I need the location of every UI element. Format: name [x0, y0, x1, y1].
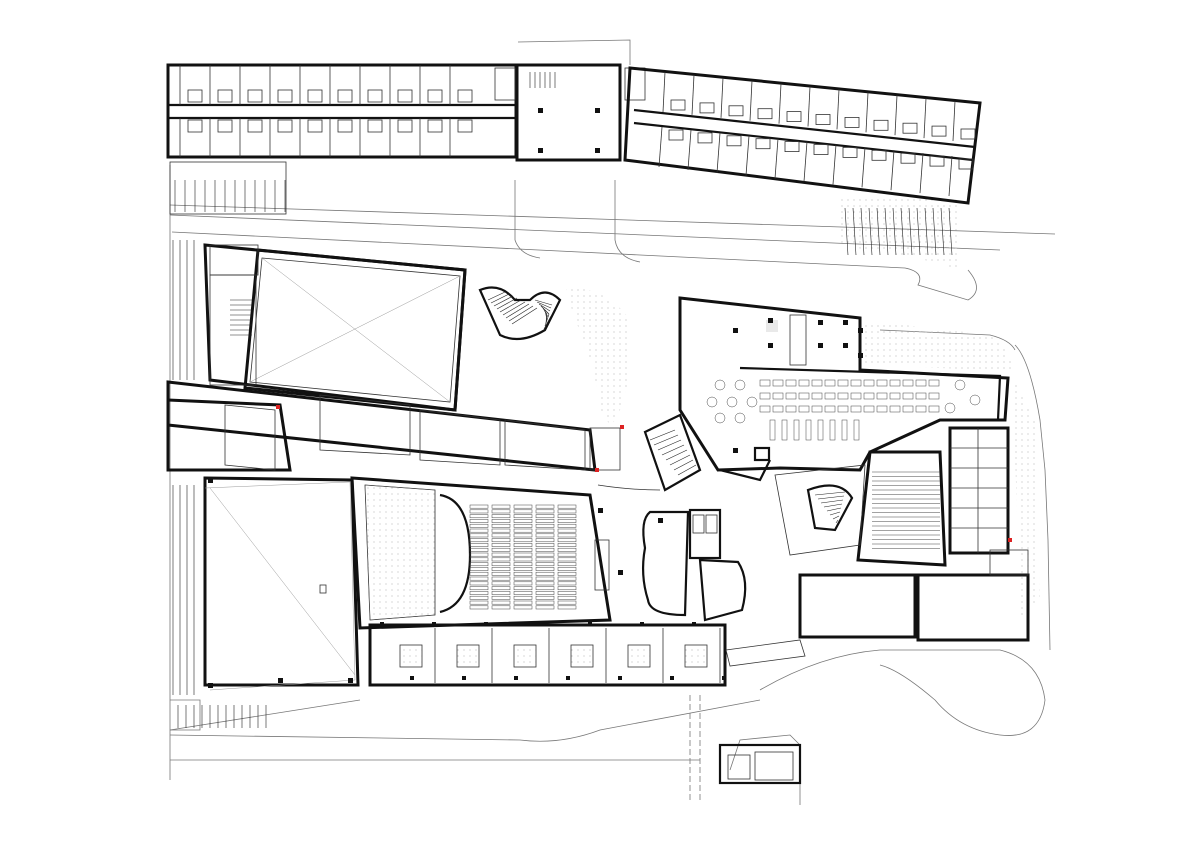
south-steps [177, 705, 267, 728]
middle-wing [166, 380, 621, 472]
bridge-link [597, 484, 806, 667]
classroom-row [368, 623, 727, 687]
large-hall [203, 476, 360, 691]
dormitory-block-left [166, 63, 518, 215]
dormitory-block-right [623, 66, 982, 205]
south-east-rooms [798, 549, 1030, 642]
service-core [641, 508, 747, 622]
library-wing [678, 296, 1010, 482]
columns [208, 108, 863, 688]
dormitory-core-center [494, 39, 646, 162]
site-lines [169, 165, 1056, 805]
office-cluster [948, 426, 1010, 555]
entry-stair [643, 413, 702, 492]
outdoor-steps [174, 180, 953, 256]
gym-block [203, 243, 467, 412]
gatehouse [718, 743, 802, 785]
auditorium [350, 476, 612, 630]
lecture-theatre [774, 450, 947, 567]
left-bleachers [172, 240, 195, 695]
landscape-hatch [565, 195, 1040, 620]
curved-stair [478, 286, 562, 341]
red-markers [276, 405, 1012, 542]
